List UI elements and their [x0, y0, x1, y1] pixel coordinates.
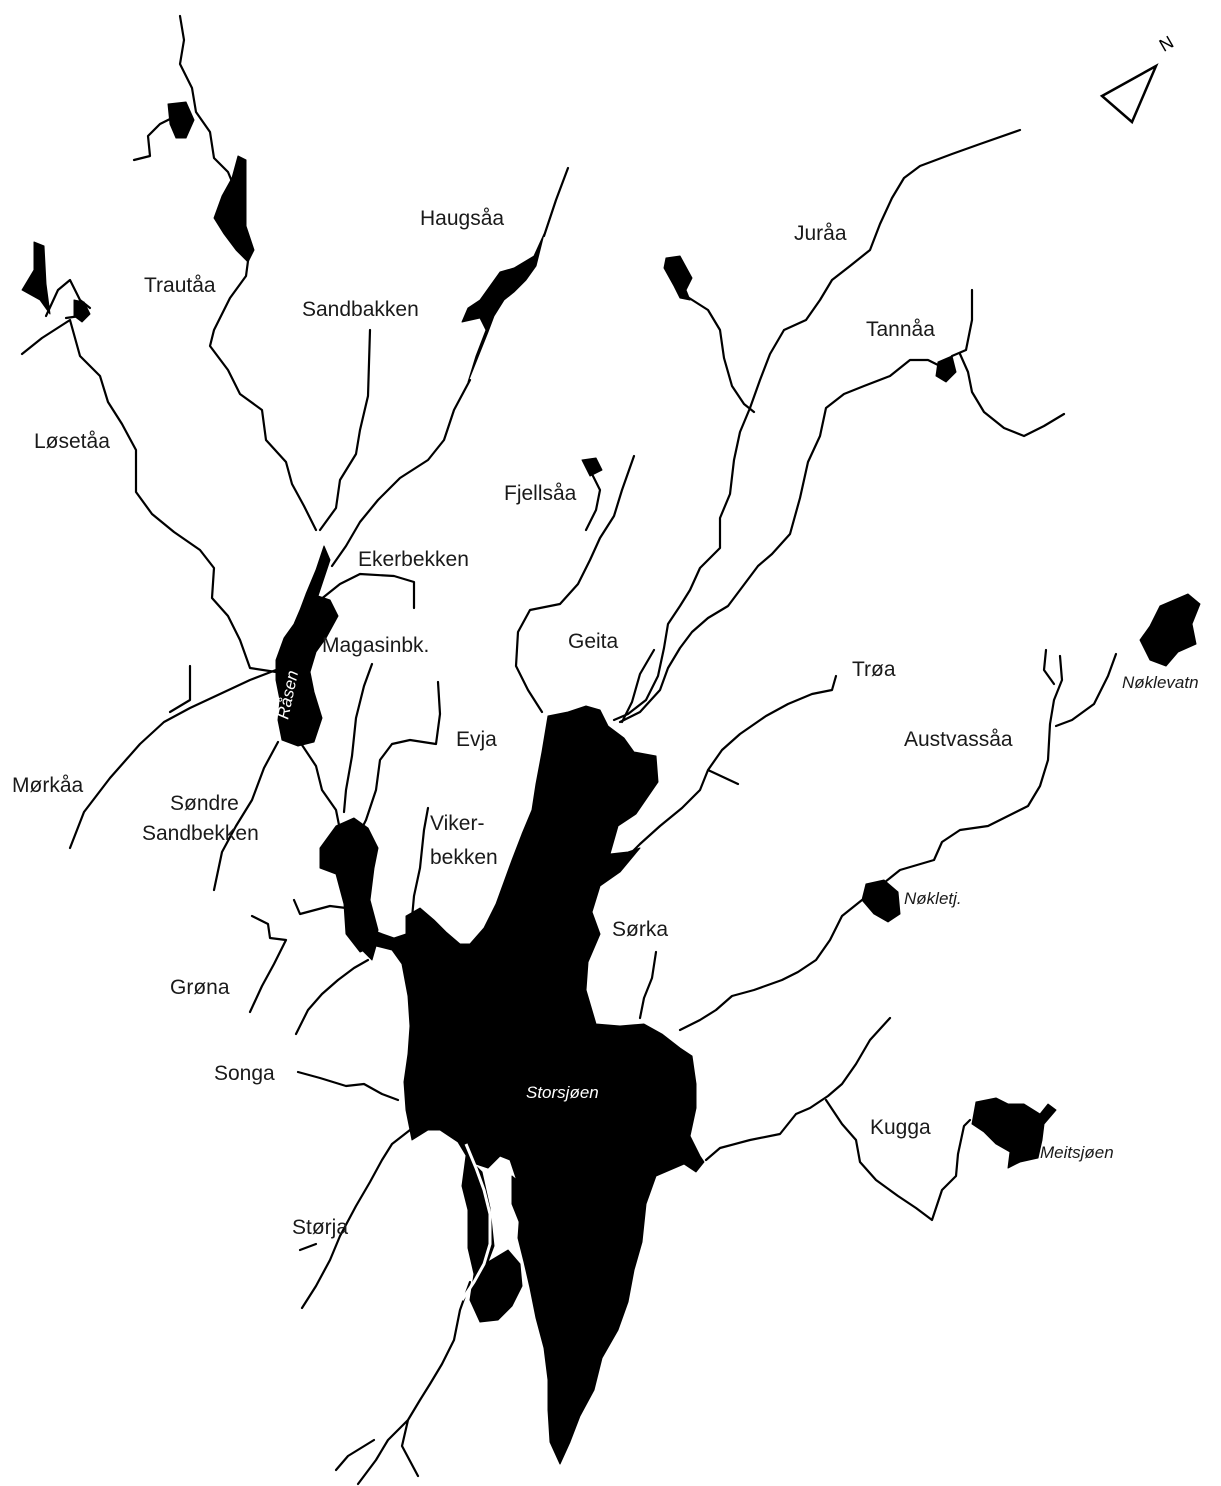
label-trautaa: Trautåa: [144, 274, 216, 297]
label-evja: Evja: [456, 728, 497, 751]
lake-south-small: [511, 1175, 529, 1225]
river-labels: Trautåa Haugsåa Juråa Sandbakken Tannåa …: [12, 207, 1013, 1239]
label-troa: Trøa: [852, 658, 896, 681]
outlet-branch: [334, 1438, 376, 1472]
label-storja: Størja: [292, 1216, 348, 1239]
label-songa: Songa: [214, 1062, 275, 1085]
label-viker-line1: Viker-: [430, 812, 484, 835]
juraa-river: [612, 128, 1022, 722]
river-network: [20, 14, 1118, 1486]
fjellsaa-upper: [584, 468, 602, 532]
lakes: [21, 101, 1201, 1465]
haugsaa-river: [330, 166, 570, 568]
trautaa-river: [178, 14, 318, 532]
lake-nw-small: [73, 299, 91, 323]
lake-haugsaa: [461, 233, 545, 383]
lake-north-1: [167, 101, 195, 139]
lake-rasen: [275, 545, 339, 747]
grona-river: [248, 898, 348, 1014]
morkaa-river: [68, 668, 278, 850]
lake-storsjoen: [361, 705, 705, 1465]
kugga-lower: [824, 1098, 972, 1222]
trautaa-branch: [132, 114, 178, 162]
troa-river: [618, 674, 838, 866]
sorka-river: [638, 950, 658, 1020]
label-magasinbk: Magasinbk.: [322, 634, 429, 657]
sondre-sandbekken-stub: [168, 664, 192, 714]
label-haugsaa: Haugsåa: [420, 207, 504, 230]
label-tannaa: Tannåa: [866, 318, 935, 341]
lake-south-west: [461, 1155, 523, 1323]
label-morkaa: Mørkåa: [12, 774, 83, 797]
vikerbekken-river: [410, 806, 430, 920]
storsjoen-channel: [460, 1143, 492, 1301]
grona-main: [294, 958, 370, 1036]
label-geita: Geita: [568, 630, 619, 653]
nokletj-outlet: [678, 898, 864, 1032]
label-losetaa: Løsetåa: [34, 430, 110, 453]
north-arrow-icon: N: [1099, 32, 1177, 125]
evja-river: [358, 680, 442, 834]
songa-river: [296, 1070, 400, 1102]
juraa-west: [684, 294, 756, 414]
label-grona: Grøna: [170, 976, 230, 999]
label-viker-line2: bekken: [430, 846, 498, 869]
label-austvassaa: Austvassåa: [904, 728, 1013, 751]
lake-nw: [21, 241, 51, 315]
lake-meitsjoen: [971, 1097, 1057, 1169]
kugga-river: [704, 1016, 892, 1162]
geita-river: [620, 648, 656, 724]
storja-river: [300, 1122, 438, 1310]
lake-labels: Råsen Nøklevatn Nøkletj. Storsjøen Meits…: [273, 669, 1198, 1162]
fjellsaa-river: [514, 454, 636, 714]
lake-north-2: [213, 155, 255, 263]
label-kugga: Kugga: [870, 1116, 931, 1139]
tannaa-main: [618, 358, 946, 724]
lake-fjellsaa: [581, 457, 603, 477]
storja-lower: [298, 1242, 318, 1252]
magasinbk-river: [342, 662, 374, 814]
label-juraa: Juråa: [794, 222, 847, 245]
label-ekerbekken: Ekerbekken: [358, 548, 469, 571]
tannaa-river: [942, 288, 1066, 438]
sondre-sandbekken-river: [212, 740, 280, 892]
outlet-south: [356, 1280, 472, 1486]
ekerbekken-river: [318, 572, 416, 610]
label-meitsjoen: Meitsjøen: [1040, 1143, 1114, 1162]
label-noklevatn: Nøklevatn: [1122, 673, 1199, 692]
lake-noklevatn: [1139, 593, 1201, 667]
austvassaa-upper: [1042, 648, 1118, 728]
lake-nokletj: [861, 879, 901, 923]
label-storsjoen: Storsjøen: [526, 1083, 599, 1102]
label-nokletj: Nøkletj.: [904, 889, 962, 908]
label-sandbakken: Sandbakken: [302, 298, 419, 321]
north-label: N: [1156, 32, 1177, 56]
label-sondre-line1: Søndre: [170, 792, 239, 815]
losetaa-river: [20, 318, 278, 674]
lake-juraa-head: [663, 255, 693, 301]
label-sorka: Sørka: [612, 918, 668, 941]
austvassaa-river: [878, 654, 1064, 888]
rasen-outlet: [298, 740, 342, 832]
label-fjellsaa: Fjellsåa: [504, 482, 577, 505]
lake-tannaa: [935, 355, 957, 383]
sandbakken-river: [318, 328, 372, 532]
label-sondre-line2: Sandbekken: [142, 822, 259, 845]
